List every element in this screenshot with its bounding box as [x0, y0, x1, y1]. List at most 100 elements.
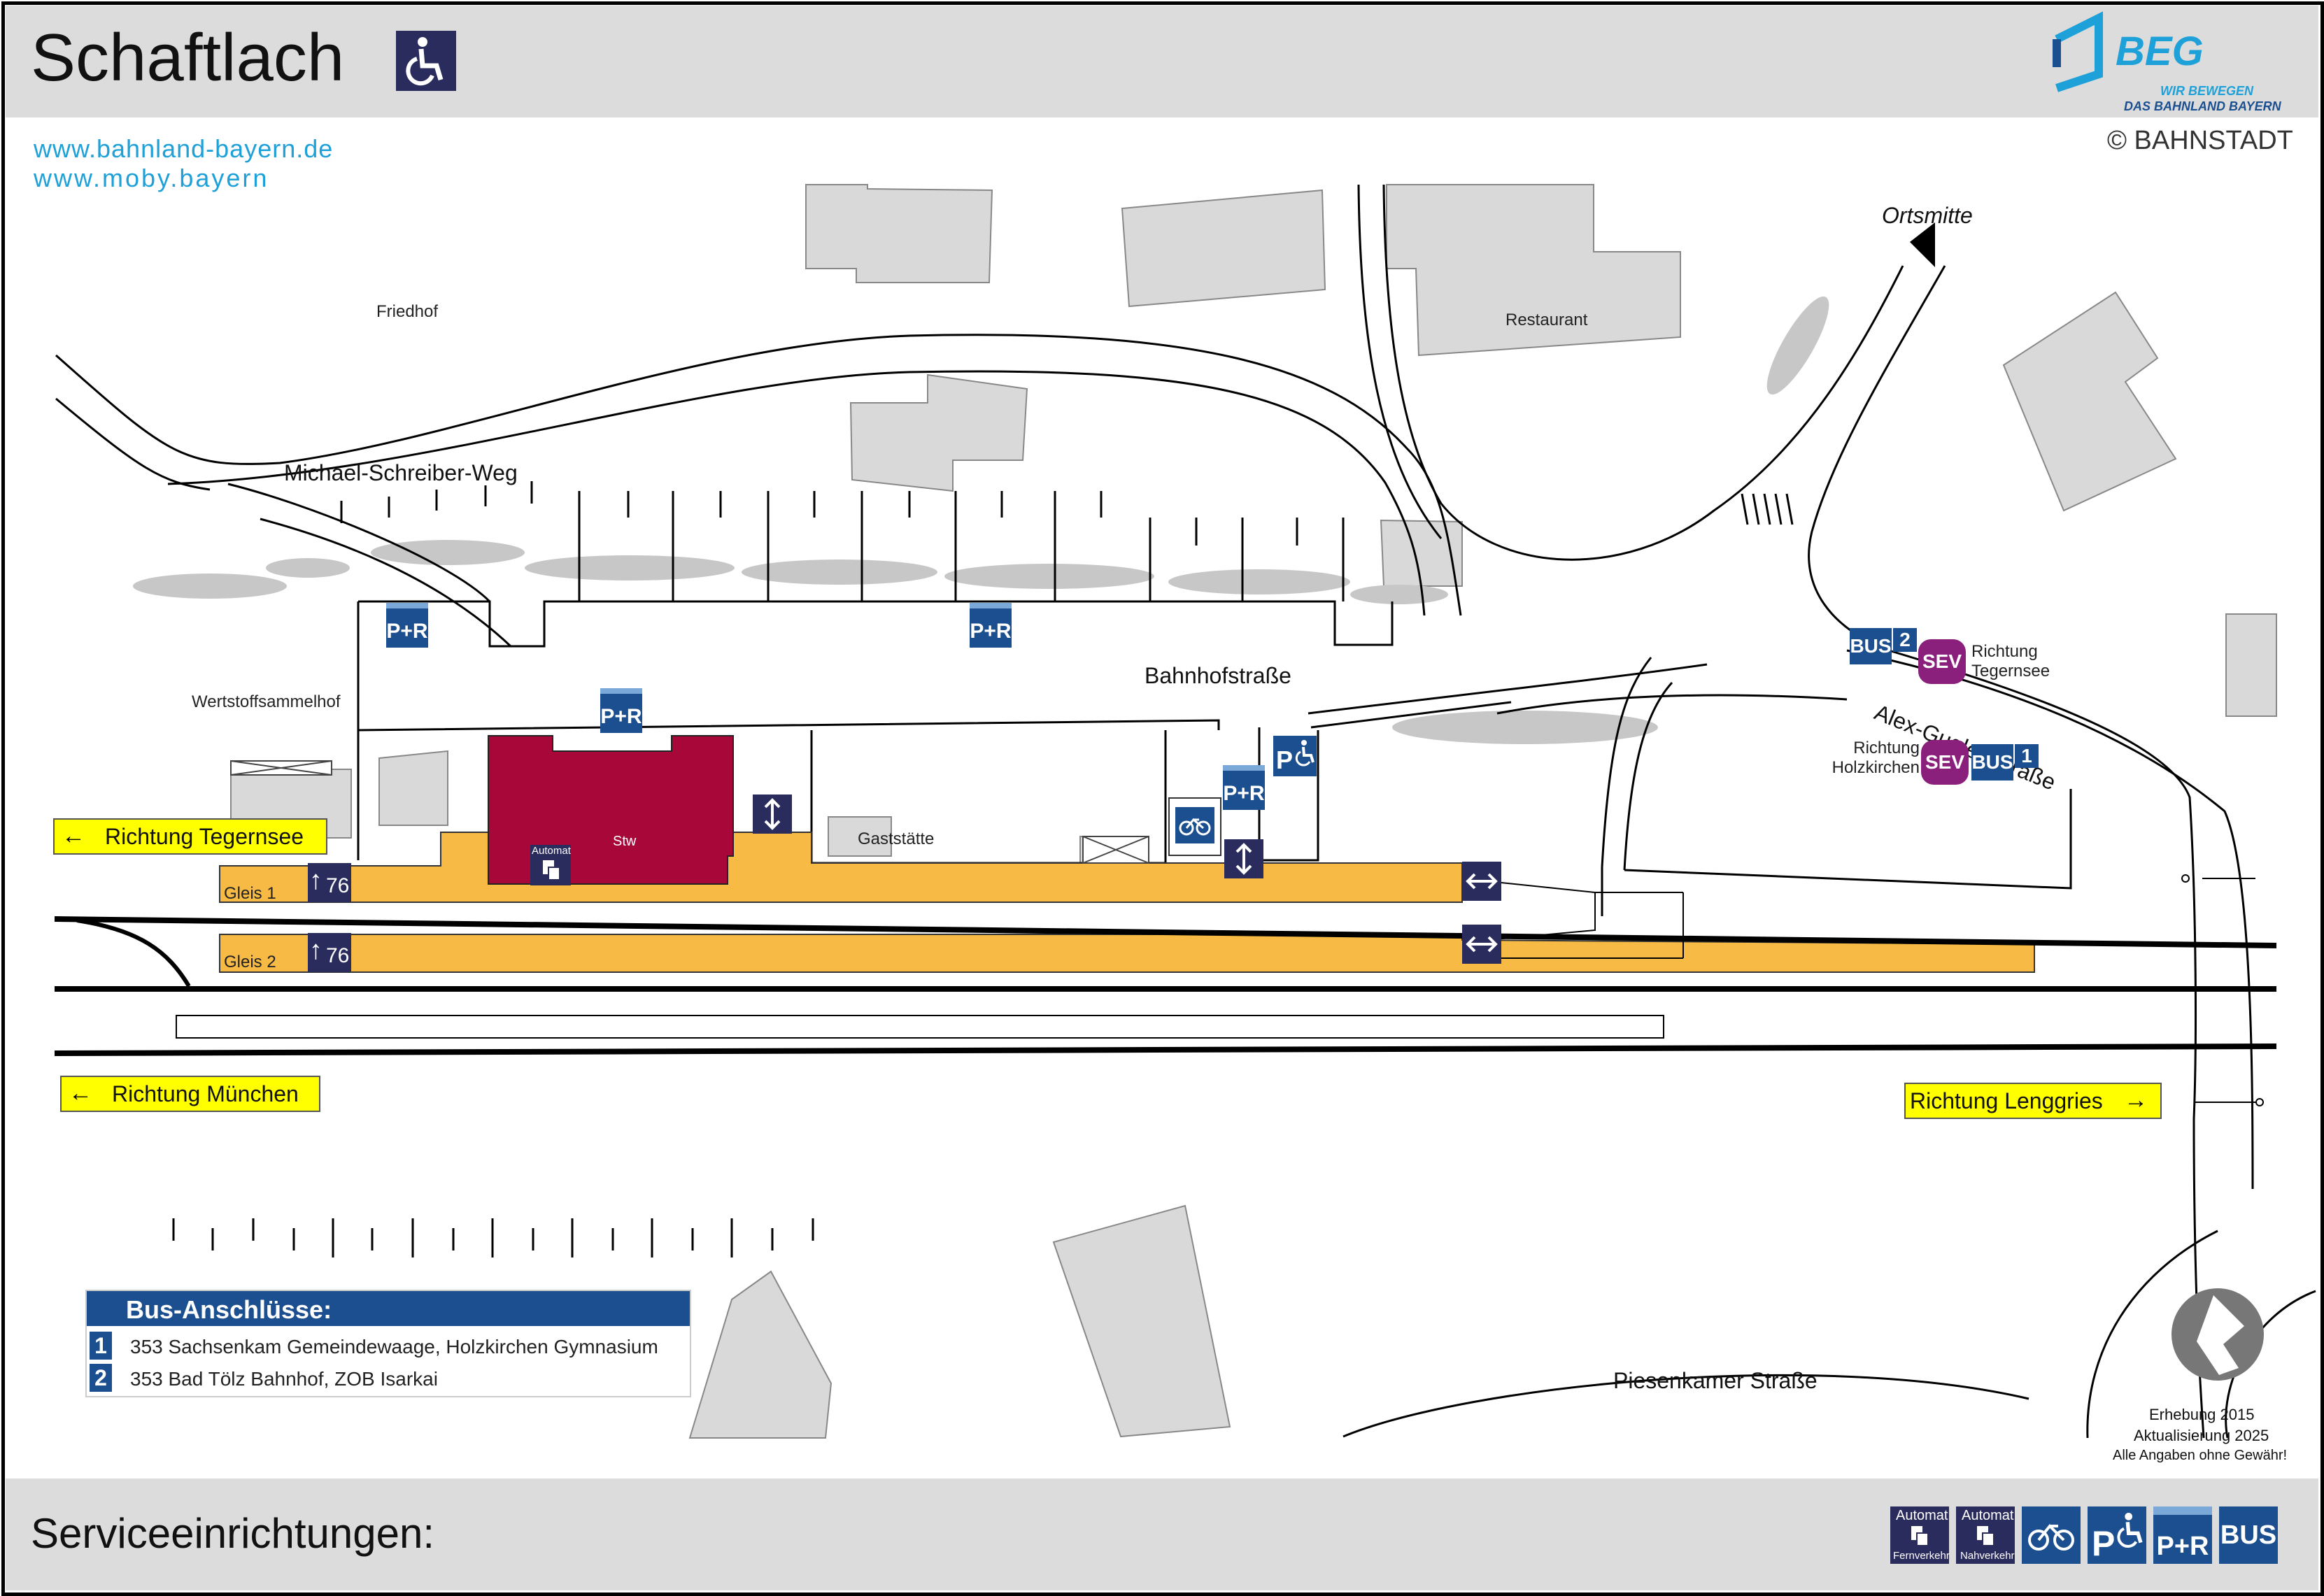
update-year: Aktualisierung 2025 [2134, 1427, 2269, 1444]
bus-stop-number-1: 1 [2015, 744, 2039, 768]
building [1052, 1204, 1231, 1438]
sev-sign-tegernsee: SEV [1918, 639, 1966, 684]
page-title: Schaftlach [31, 20, 345, 95]
bus-row: 2 353 Bad Tölz Bahnhof, ZOB Isarkai [87, 1364, 690, 1392]
stellwerk-building [488, 735, 734, 885]
label-gleis-1: Gleis 1 [224, 884, 276, 903]
trees [133, 296, 1829, 744]
wheelchair-icon [1295, 740, 1315, 767]
ortsmitte-arrow-icon [1910, 222, 1935, 267]
footer-automat-fern: Automat Fernverkehr [1890, 1506, 1950, 1564]
parking-stalls [172, 481, 1794, 1257]
arrow-right-icon: → [2124, 1087, 2148, 1113]
direction-tegernsee: ← Richtung Tegernsee [53, 818, 327, 855]
footer-title: Serviceeinrichtungen: [31, 1510, 435, 1557]
ticket-machine: Automat [530, 845, 571, 885]
bus-connections-panel: Bus-Anschlüsse: 1 353 Sachsenkam Gemeind… [85, 1290, 691, 1397]
leftright-icon-gleis2 [1462, 925, 1501, 964]
bus-panel-header: Bus-Anschlüsse: [87, 1291, 690, 1326]
ticket-icon [1911, 1526, 1929, 1546]
compass-icon [2171, 1288, 2264, 1381]
building [1380, 519, 1463, 587]
arrow-left-icon: ← [62, 822, 85, 849]
label-bahnhofstrasse: Bahnhofstraße [1145, 663, 1291, 688]
bus-panel-title: Bus-Anschlüsse: [126, 1295, 332, 1324]
direction-tegernsee-label: Richtung Tegernsee [105, 824, 304, 849]
copyright-bahnstadt: © BAHNSTADT [2107, 126, 2293, 155]
building [2002, 291, 2177, 512]
label-stw: Stw [613, 834, 637, 849]
link-moby[interactable]: www.moby.bayern [34, 164, 269, 192]
stairs-updown-icon-2 [1224, 839, 1263, 878]
platform-height-gleis2: ↑ 76 [308, 933, 351, 972]
platform-height-value: 76 [326, 944, 350, 967]
tracks [54, 916, 2277, 1056]
label-piesenkamer-strasse: Piesenkamer Straße [1613, 1368, 1818, 1393]
parking-letter: P [1276, 746, 1294, 774]
building [805, 184, 993, 283]
up-arrow-icon: ↑ [309, 936, 323, 965]
beg-tagline-1: WIR BEWEGEN [2160, 84, 2253, 98]
building [1386, 184, 1681, 357]
disclaimer: Alle Angaben ohne Gewähr! [2113, 1448, 2288, 1463]
direction-muenchen: ← Richtung München [60, 1076, 320, 1112]
direction-muenchen-label: Richtung München [112, 1081, 299, 1106]
bus-row-number: 1 [90, 1332, 112, 1360]
bus-row-text: 353 Sachsenkam Gemeindewaage, Holzkirche… [130, 1336, 658, 1358]
building [378, 750, 448, 826]
up-arrow-icon: ↑ [309, 866, 323, 895]
fences [2181, 874, 2264, 1106]
survey-year: Erhebung 2015 [2149, 1406, 2255, 1423]
footer-automat-nah: Automat Nahverkehr [1956, 1506, 2015, 1564]
footer-bicycle-icon [2022, 1506, 2081, 1564]
direction-lenggries-label: Richtung Lenggries [1910, 1088, 2103, 1113]
bus-sign-1: BUS [1971, 744, 2013, 781]
header-bar [6, 6, 2318, 117]
pr-sign-2: P+R [970, 603, 1012, 648]
footer-bus-icon: BUS [2219, 1506, 2278, 1564]
bus-row: 1 353 Sachsenkam Gemeindewaage, Holzkirc… [87, 1332, 690, 1360]
wheelchair-icon [2117, 1513, 2143, 1548]
footer-automat-label: Automat [1962, 1508, 2014, 1523]
roads [55, 184, 2316, 1439]
wheelchair-icon [396, 31, 456, 91]
platform-height-gleis1: ↑ 76 [308, 863, 351, 902]
stairs-updown-icon-1 [753, 795, 792, 834]
footer-automat-label: Automat [1896, 1508, 1948, 1523]
ticket-icon [1977, 1526, 1994, 1546]
bus-row-text: 353 Bad Tölz Bahnhof, ZOB Isarkai [130, 1368, 438, 1390]
sev-sign-holzkirchen: SEV [1921, 740, 1969, 785]
label-michael-schreiber-weg: Michael-Schreiber-Weg [284, 460, 518, 485]
disabled-parking-sign: P [1273, 736, 1317, 776]
label-richtung-holzkirchen-bus: Richtung Holzkirchen [1831, 739, 1920, 777]
ticket-icon [543, 860, 560, 881]
building [849, 373, 1028, 492]
direction-lenggries: Richtung Lenggries → [1904, 1083, 2162, 1119]
label-gleis-2: Gleis 2 [224, 953, 276, 971]
bus-sign-2: BUS [1850, 628, 1892, 664]
arrow-left-icon: ← [69, 1080, 92, 1106]
label-richtung-tegernsee-bus: Richtung Tegernsee [1971, 642, 2050, 681]
label-ortsmitte: Ortsmitte [1882, 203, 1973, 228]
footer-fern-label: Fernverkehr [1893, 1550, 1950, 1562]
label-gaststaette: Gaststätte [858, 829, 935, 848]
footer-disabled-parking: P [2088, 1506, 2146, 1564]
pr-sign-4: P+R [1223, 765, 1265, 810]
footer-nah-label: Nahverkehr [1960, 1550, 2015, 1562]
label-friedhof: Friedhof [376, 302, 439, 321]
platform-height-value: 76 [326, 874, 350, 897]
bus-row-number: 2 [90, 1364, 112, 1392]
bus-stop-number-2: 2 [1893, 628, 1917, 652]
footer-parking-letter: P [2092, 1524, 2116, 1563]
bicycle-icon [1179, 818, 1211, 836]
link-bahnland[interactable]: www.bahnland-bayern.de [34, 134, 334, 163]
building [828, 816, 892, 857]
crossings [230, 760, 1149, 864]
building [688, 1270, 832, 1439]
ticket-machine-label: Automat [532, 845, 571, 857]
leftright-icon-gleis1 [1462, 862, 1501, 901]
beg-logo-text: BEG [2116, 29, 2204, 74]
bike-parking-sign [1168, 797, 1221, 856]
label-wertstoffsammelhof: Wertstoffsammelhof [192, 692, 341, 711]
